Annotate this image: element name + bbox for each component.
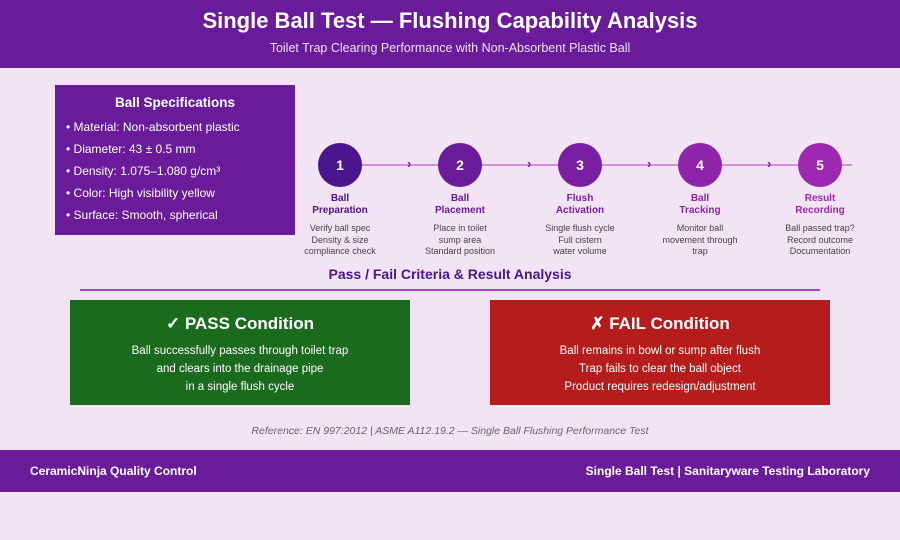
footer-bar: CeramicNinja Quality Control Single Ball…	[0, 450, 900, 492]
fail-description: Ball remains in bowl or sump after flush…	[490, 342, 830, 396]
step-desc-line: Ball passed trap?	[785, 223, 855, 233]
step-number-circle: 2	[438, 143, 482, 187]
flow-arrow-icon: ›	[647, 156, 652, 171]
page-title: Single Ball Test — Flushing Capability A…	[202, 8, 698, 33]
step-desc-line: movement through	[662, 234, 738, 245]
step-desc-line: Standard position	[424, 246, 496, 256]
step-name-line: Preparation	[312, 205, 368, 216]
step-desc-line: compliance check	[304, 246, 376, 256]
step-desc-line: water volume	[553, 246, 607, 256]
step-desc-line: Single flush cycle	[545, 223, 615, 233]
page-subtitle: Toilet Trap Clearing Performance with No…	[269, 41, 631, 55]
step-name-line: Tracking	[679, 205, 721, 216]
flow-arrow-icon: ›	[767, 156, 772, 171]
spec-item: • Color: High visibility yellow	[66, 186, 215, 200]
reference-note: Reference: EN 997:2012 | ASME A112.19.2 …	[251, 425, 649, 437]
step-name-line: Recording	[795, 205, 845, 216]
criteria-divider	[80, 289, 820, 291]
pass-line: in a single flush cycle	[185, 381, 295, 393]
step-desc-line: Monitor ball	[676, 223, 724, 233]
specs-list: • Material: Non-absorbent plastic • Diam…	[66, 120, 240, 230]
step-number-circle: 1	[318, 143, 362, 187]
pass-line: and clears into the drainage pipe	[156, 363, 324, 375]
fail-line: Product requires redesign/adjustment	[564, 381, 756, 393]
step-description: Verify ball spec Density & size complian…	[292, 223, 388, 258]
pass-line: Ball successfully passes through toilet …	[131, 345, 349, 357]
fail-heading: ✗ FAIL Condition	[590, 314, 730, 333]
flow-arrow-icon: ›	[527, 156, 532, 171]
spec-item: • Density: 1.075–1.080 g/cm³	[66, 164, 221, 178]
step-name: Ball Preparation	[292, 193, 388, 217]
step-name-line: Placement	[434, 205, 486, 216]
step-desc-line: trap	[692, 246, 708, 256]
criteria-heading: Pass / Fail Criteria & Result Analysis	[328, 266, 572, 282]
spec-item: • Surface: Smooth, spherical	[66, 208, 218, 222]
spec-item: • Diameter: 43 ± 0.5 mm	[66, 142, 196, 156]
step-name-line: Ball	[450, 193, 470, 204]
step-number-circle: 4	[678, 143, 722, 187]
step-description: Ball passed trap? Record outcome Documen…	[772, 223, 868, 258]
step-description: Single flush cycle Full cistern water vo…	[532, 223, 628, 258]
footer-left-label: CeramicNinja Quality Control	[30, 464, 197, 478]
process-step-1: 1 Ball Preparation Verify ball spec Dens…	[292, 143, 388, 258]
step-name: Result Recording	[772, 193, 868, 217]
step-description: Monitor ball movement through trap	[652, 223, 748, 258]
step-name: Ball Placement	[412, 193, 508, 217]
step-name-line: Flush	[566, 193, 594, 204]
process-step-2: 2 Ball Placement Place in toilet sump ar…	[412, 143, 508, 258]
step-desc-line: Full cistern	[558, 234, 602, 245]
step-description: Place in toilet sump area Standard posit…	[412, 223, 508, 258]
pass-description: Ball successfully passes through toilet …	[70, 342, 410, 396]
fail-line: Ball remains in bowl or sump after flush	[559, 345, 761, 357]
pass-heading: ✓ PASS Condition	[165, 314, 315, 333]
fail-line: Trap fails to clear the ball object	[579, 363, 741, 375]
step-name: Ball Tracking	[652, 193, 748, 217]
step-number-circle: 3	[558, 143, 602, 187]
step-number-circle: 5	[798, 143, 842, 187]
step-desc-line: Verify ball spec	[309, 223, 371, 233]
fail-condition-box: ✗ FAIL Condition Ball remains in bowl or…	[490, 300, 830, 405]
step-desc-line: Documentation	[789, 246, 851, 256]
footer-right-label: Single Ball Test | Sanitaryware Testing …	[585, 464, 870, 478]
step-desc-line: Density & size	[311, 234, 369, 245]
flow-arrow-icon: ›	[407, 156, 412, 171]
specs-title: Ball Specifications	[114, 95, 236, 110]
step-name: Flush Activation	[532, 193, 628, 217]
process-step-3: 3 Flush Activation Single flush cycle Fu…	[532, 143, 628, 258]
step-desc-line: Place in toilet	[433, 223, 487, 233]
step-desc-line: sump area	[438, 234, 482, 245]
pass-condition-box: ✓ PASS Condition Ball successfully passe…	[70, 300, 410, 405]
step-name-line: Ball	[330, 193, 350, 204]
step-desc-line: Record outcome	[786, 234, 854, 245]
step-name-line: Ball	[690, 193, 710, 204]
spec-item: • Material: Non-absorbent plastic	[66, 120, 240, 134]
header-banner: Single Ball Test — Flushing Capability A…	[0, 0, 900, 68]
process-step-4: 4 Ball Tracking Monitor ball movement th…	[652, 143, 748, 258]
step-name-line: Activation	[555, 205, 605, 216]
step-name-line: Result	[804, 193, 836, 204]
process-step-5: 5 Result Recording Ball passed trap? Rec…	[772, 143, 868, 258]
ball-specifications-panel: Ball Specifications • Material: Non-abso…	[55, 85, 295, 235]
